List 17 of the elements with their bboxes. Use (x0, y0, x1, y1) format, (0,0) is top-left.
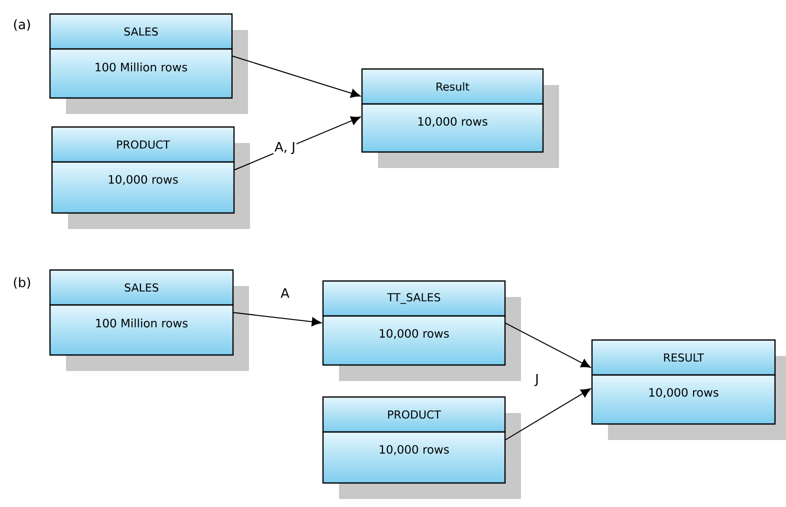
table-box: SALES 100 Million rows (49, 269, 249, 371)
table-box: PRODUCT 10,000 rows (51, 126, 250, 229)
edge-label: A (280, 287, 290, 299)
arrow (232, 56, 361, 98)
arrow (234, 116, 361, 170)
panel-label: (b) (14, 277, 30, 289)
edge-label: J (534, 372, 540, 388)
table-box: RESULT 10,000 rows (591, 339, 786, 440)
table-box: SALES 100 Million rows (49, 13, 248, 114)
table-box: TT_SALES 10,000 rows (322, 280, 521, 381)
arrow (504, 388, 591, 440)
table-box: Result 10,000 rows (361, 68, 559, 168)
table-box: PRODUCT 10,000 rows (322, 396, 521, 499)
arrow (504, 322, 591, 368)
panel-label: (a) (14, 19, 30, 31)
arrow (232, 312, 322, 326)
edge-label: A, J (274, 140, 296, 156)
